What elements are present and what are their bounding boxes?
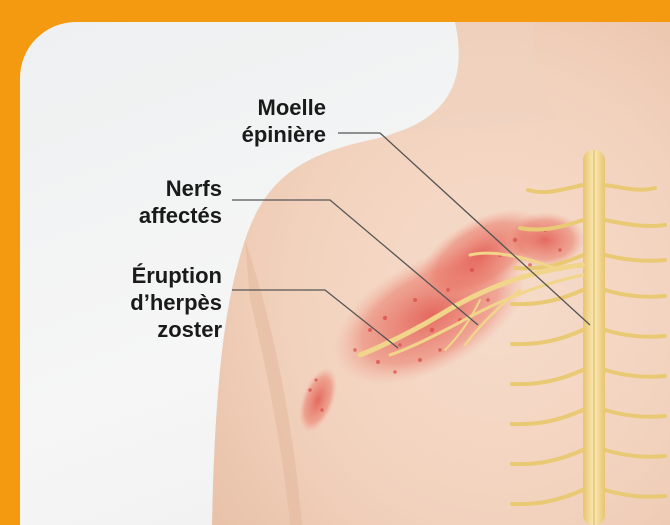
label-spinal-cord: Moelle épinière [190, 94, 326, 148]
label-spinal-cord-line1: Moelle [190, 94, 326, 121]
label-shingles-rash-line2: d’herpès [70, 289, 222, 316]
label-shingles-rash-line1: Éruption [70, 262, 222, 289]
label-affected-nerves: Nerfs affectés [100, 175, 222, 229]
label-spinal-cord-line2: épinière [190, 121, 326, 148]
label-shingles-rash-line3: zoster [70, 316, 222, 343]
label-affected-nerves-line2: affectés [100, 202, 222, 229]
label-affected-nerves-line1: Nerfs [100, 175, 222, 202]
label-shingles-rash: Éruption d’herpès zoster [70, 262, 222, 343]
